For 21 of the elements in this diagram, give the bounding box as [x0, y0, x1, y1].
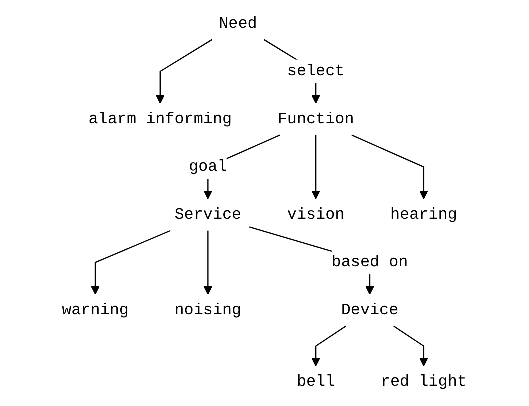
arrow: [156, 39, 213, 104]
arrow: [394, 326, 428, 367]
arrow: [312, 135, 320, 200]
node-text: bell: [296, 373, 336, 392]
node-text: noising: [174, 302, 242, 320]
node-text: Service: [174, 206, 242, 224]
node-text: hearing: [390, 206, 458, 224]
node-text: warning: [62, 302, 129, 320]
node-text: red light: [380, 373, 467, 392]
arrow: [91, 230, 171, 295]
node-text: Need: [219, 14, 258, 33]
arrow: [352, 134, 428, 200]
node-text: Function: [278, 110, 354, 128]
node-text: alarm informing: [88, 110, 232, 128]
node-text: vision: [287, 206, 345, 224]
edge-label: based on: [332, 254, 408, 272]
arrow: [312, 326, 346, 367]
node-text: Device: [341, 302, 399, 320]
edge-label: goal: [189, 158, 228, 176]
arrow: [204, 230, 213, 295]
edge-label: select: [287, 62, 345, 81]
